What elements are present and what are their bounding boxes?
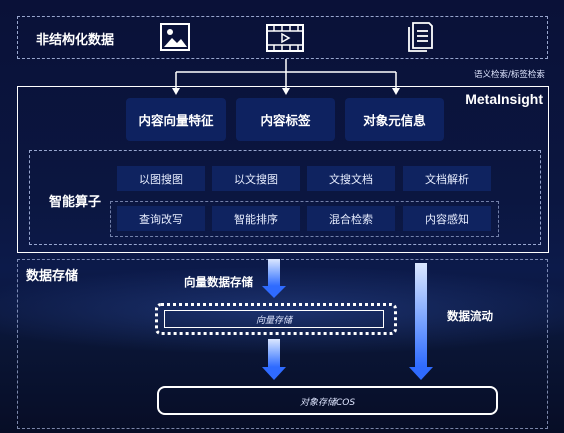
metainsight-box: MetaInsight bbox=[17, 86, 549, 253]
feature-vector-card: 内容向量特征 bbox=[126, 98, 226, 141]
image-icon bbox=[160, 23, 190, 51]
operator-text-doc-search: 文搜文档 bbox=[307, 166, 395, 191]
cos-box: 对象存储COS bbox=[157, 386, 498, 415]
operator-image-search: 以图搜图 bbox=[117, 166, 205, 191]
operator-smart-ranking: 智能排序 bbox=[212, 206, 300, 231]
cos-label: 对象存储COS bbox=[299, 398, 356, 408]
storage-box: 数据存储 bbox=[17, 259, 548, 429]
vector-store-arrow bbox=[262, 259, 286, 298]
vector-store-outer bbox=[155, 303, 397, 335]
operator-content-perception: 内容感知 bbox=[403, 206, 491, 231]
vector-store-inner: 向量存储 bbox=[164, 310, 384, 328]
retrieval-label: 语义检索/标签检索 bbox=[474, 70, 545, 80]
unstructured-data-title: 非结构化数据 bbox=[36, 33, 115, 48]
operator-hybrid-search: 混合检索 bbox=[307, 206, 395, 231]
operators-row2-box bbox=[110, 201, 499, 237]
operator-query-rewrite: 查询改写 bbox=[117, 206, 205, 231]
distribution-connector bbox=[172, 59, 400, 95]
data-flow-arrow bbox=[409, 263, 433, 380]
storage-title: 数据存储 bbox=[26, 269, 79, 284]
unstructured-data-box: 非结构化数据 bbox=[17, 16, 548, 59]
metainsight-title: MetaInsight bbox=[465, 91, 543, 107]
operator-doc-parsing: 文档解析 bbox=[403, 166, 491, 191]
data-flow-label: 数据流动 bbox=[447, 309, 493, 323]
video-icon bbox=[266, 24, 304, 52]
operators-box: 智能算子 bbox=[29, 150, 541, 245]
vector-data-storage-label: 向量数据存储 bbox=[184, 275, 253, 289]
vector-store-label: 向量存储 bbox=[255, 316, 292, 326]
operators-title: 智能算子 bbox=[49, 195, 102, 210]
feature-meta-card: 对象元信息 bbox=[345, 98, 444, 141]
feature-tag-card: 内容标签 bbox=[236, 98, 335, 141]
document-icon bbox=[408, 22, 433, 52]
cos-arrow bbox=[262, 339, 286, 380]
operator-text-image-search: 以文搜图 bbox=[212, 166, 300, 191]
